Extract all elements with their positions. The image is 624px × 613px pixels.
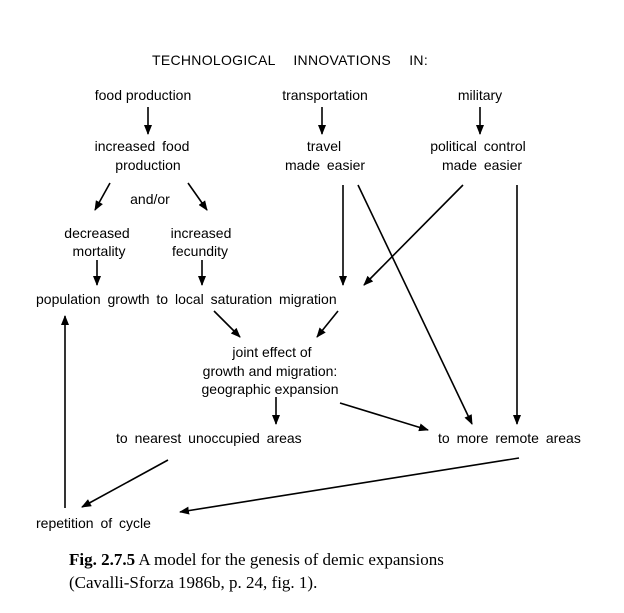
node-joint-line1: joint effect of	[232, 344, 312, 360]
arrow-production-to-decreased	[94, 182, 111, 211]
node-travel-line2: made easier	[284, 157, 366, 173]
arrow-nearest-to-repetition	[81, 459, 169, 508]
arrow-migration-to-joint	[316, 310, 339, 338]
caption-fig-label: Fig. 2.7.5	[69, 550, 136, 569]
node-joint-line3: geographic expansion	[201, 381, 339, 397]
node-population-growth: population growth to local saturation mi…	[36, 291, 337, 307]
node-decreased-line2: mortality	[72, 243, 126, 259]
node-increased-line1: increased	[170, 225, 232, 241]
node-repetition: repetition of cycle	[36, 515, 151, 531]
node-joint-line2: growth and migration:	[202, 363, 338, 379]
figure-caption: Fig. 2.7.5 A model for the genesis of de…	[69, 548, 444, 594]
node-food-production: food production	[94, 87, 192, 103]
arrow-travel-to-remote	[357, 184, 473, 425]
arrow-production-to-increased	[187, 182, 208, 211]
label-and-or: and/or	[130, 191, 170, 207]
node-increased-food-line1: increased food	[94, 138, 190, 154]
arrow-political-to-migration	[363, 184, 464, 286]
node-political-line1: political control	[430, 138, 526, 154]
node-political-line2: made easier	[441, 157, 523, 173]
node-nearest-areas: to nearest unoccupied areas	[116, 430, 302, 446]
node-increased-food-line2: production	[115, 157, 181, 173]
caption-line2: (Cavalli-Sforza 1986b, p. 24, fig. 1).	[69, 573, 318, 592]
node-remote-areas: to more remote areas	[438, 430, 581, 446]
node-decreased-line1: decreased	[64, 225, 130, 241]
diagram-title: TECHNOLOGICAL INNOVATIONS IN:	[151, 52, 429, 68]
node-military: military	[457, 87, 503, 103]
arrow-growth-to-joint	[213, 310, 241, 338]
node-travel-line1: travel	[306, 138, 342, 154]
node-increased-line2: fecundity	[171, 243, 229, 259]
caption-line1: Fig. 2.7.5 A model for the genesis of de…	[69, 548, 444, 571]
caption-text-line1: A model for the genesis of demic expansi…	[135, 550, 444, 569]
arrow-remote-to-repetition	[179, 457, 520, 515]
arrow-joint-to-remote	[339, 402, 429, 432]
node-transportation: transportation	[282, 87, 368, 103]
